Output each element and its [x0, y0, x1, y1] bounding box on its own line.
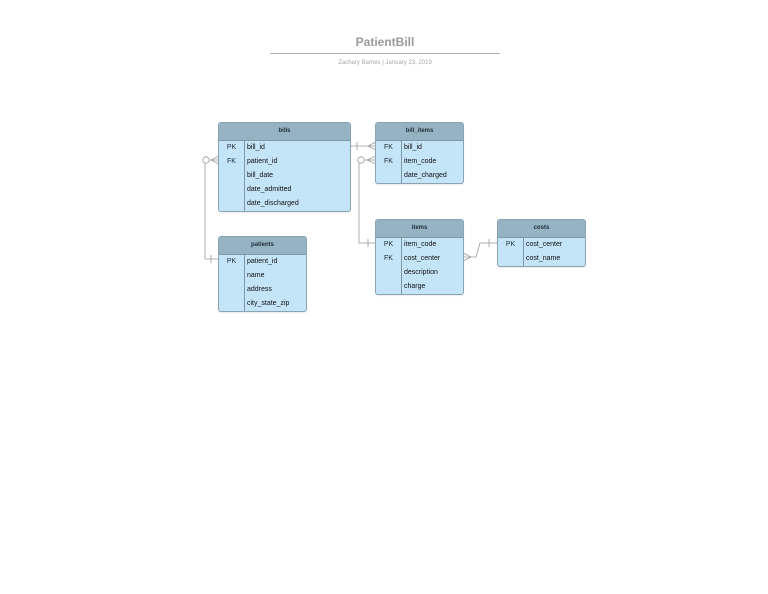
field-name: description [404, 269, 438, 276]
entity-row: name [219, 269, 306, 283]
entity-header: bill_items [376, 123, 463, 141]
entity-header: bills [219, 123, 350, 141]
entity-row: address [219, 283, 306, 297]
key-column [219, 141, 245, 211]
field-name: patient_id [247, 258, 278, 265]
key-badge: PK [226, 144, 237, 151]
entity-row: charge [376, 280, 463, 294]
entity-costs[interactable]: costs PK cost_center cost_name [497, 219, 586, 267]
field-name: bill_date [247, 172, 274, 179]
entity-row: bill_date [219, 169, 350, 183]
field-name: charge [404, 283, 426, 290]
entity-row: date_charged [376, 169, 463, 183]
relationship-items-bill-items [357, 155, 377, 247]
relationship-patients-bills [202, 155, 220, 263]
entity-row: FK patient_id [219, 155, 350, 169]
field-name: date_admitted [247, 186, 292, 193]
key-badge: FK [384, 144, 393, 151]
entity-patients[interactable]: patients PK patient_id name address city_… [218, 236, 307, 312]
key-column [376, 141, 402, 183]
key-badge: PK [226, 258, 237, 265]
field-name: cost_center [404, 255, 441, 262]
field-name: bill_id [404, 144, 422, 151]
key-badge: PK [505, 241, 516, 248]
field-name: date_charged [404, 172, 447, 179]
diagram-title: PatientBill [355, 35, 415, 49]
entity-row: FK item_code [376, 155, 463, 169]
entity-header: patients [219, 237, 306, 255]
key-badge: FK [227, 158, 236, 165]
relationship-costs-items [462, 239, 498, 262]
entity-row: description [376, 266, 463, 280]
entity-body: PK patient_id name address city_state_zip [219, 255, 306, 311]
entity-items[interactable]: items PK item_code FK cost_center descript… [375, 219, 464, 295]
entity-row: city_state_zip [219, 297, 306, 311]
key-badge: FK [384, 158, 393, 165]
key-column [219, 255, 245, 311]
entity-row: PK item_code [376, 238, 463, 252]
entity-body: PK item_code FK cost_center description ch… [376, 238, 463, 294]
entity-row: date_discharged [219, 197, 350, 211]
field-name: name [247, 272, 265, 279]
relationship-bills-bill-items [349, 141, 377, 151]
entity-row: PK bill_id [219, 141, 350, 155]
diagram-subtitle: Zachary Barnes | January 23, 2019 [338, 60, 432, 66]
key-column [376, 238, 402, 294]
entity-row: FK cost_center [376, 252, 463, 266]
field-name: city_state_zip [247, 300, 290, 307]
key-column [498, 238, 524, 266]
entity-row: PK cost_center [498, 238, 585, 252]
key-badge: PK [383, 241, 394, 248]
entity-body: PK bill_id FK patient_id bill_date date_ad… [219, 141, 350, 211]
entity-row: FK bill_id [376, 141, 463, 155]
entity-body: PK cost_center cost_name [498, 238, 585, 266]
entity-header: items [376, 220, 463, 238]
field-name: cost_center [526, 241, 563, 248]
entity-row: PK patient_id [219, 255, 306, 269]
field-name: patient_id [247, 158, 278, 165]
title-divider [270, 53, 500, 54]
field-name: date_discharged [247, 200, 299, 207]
entity-row: date_admitted [219, 183, 350, 197]
field-name: item_code [404, 241, 437, 248]
field-name: bill_id [247, 144, 265, 151]
field-name: cost_name [526, 255, 561, 262]
field-name: item_code [404, 158, 437, 165]
field-name: address [247, 286, 272, 293]
key-badge: FK [384, 255, 393, 262]
entity-row: cost_name [498, 252, 585, 266]
entity-body: FK bill_id FK item_code date_charged [376, 141, 463, 183]
entity-header: costs [498, 220, 585, 238]
entity-bill-items[interactable]: bill_items FK bill_id FK item_code date_ch… [375, 122, 464, 184]
entity-bills[interactable]: bills PK bill_id FK patient_id bill_date d… [218, 122, 351, 212]
